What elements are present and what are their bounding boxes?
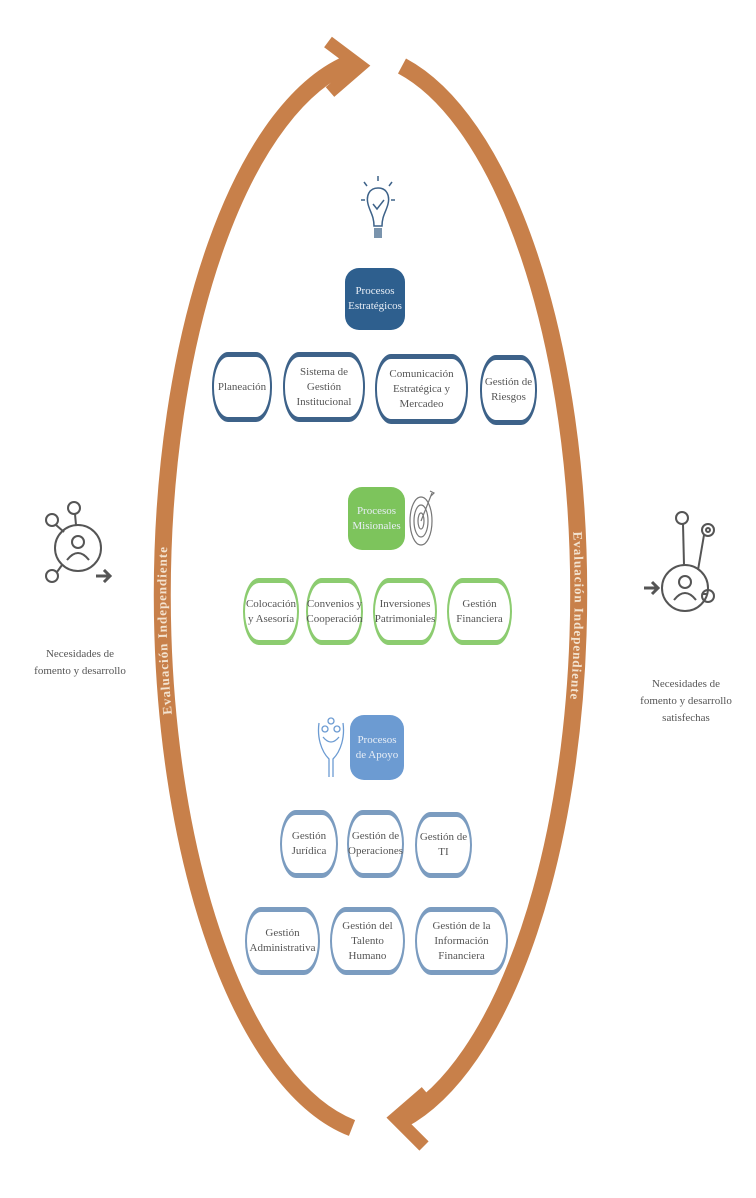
people-network-icon: [45, 501, 112, 583]
process-sistema-gestion: Sistema de Gestión Institucional: [283, 352, 365, 422]
process-planeacion: Planeación: [212, 352, 272, 422]
bottom-arrowhead: [386, 1087, 431, 1151]
right-cycle-arrow: [397, 58, 588, 1128]
process-talento-humano: Gestión del Talento Humano: [330, 907, 405, 975]
input-label: Necesidades de fomento y desarrollo: [34, 648, 126, 677]
left-arc-label: Evaluación Independiente: [154, 546, 175, 716]
process-gestion-administrativa: Gestión Administrativa: [245, 907, 320, 975]
process-inversiones: Inversiones Patrimoniales: [373, 578, 437, 645]
process-convenios: Convenios y Cooperación: [306, 578, 363, 645]
process-gestion-juridica: Gestión Jurídica: [280, 810, 338, 878]
lightbulb-check-icon: [361, 176, 395, 238]
top-arrowhead: [324, 36, 371, 97]
strategic-processes-header: Procesos Estratégicos: [345, 268, 405, 330]
process-gestion-ti: Gestión de TI: [415, 812, 472, 878]
target-icon: [409, 490, 436, 546]
process-gestion-operaciones: Gestión de Operaciones: [347, 810, 404, 878]
process-gestion-riesgos: Gestión de Riesgos: [480, 355, 537, 425]
missional-processes-header: Procesos Misionales: [348, 487, 405, 550]
people-network-icon: [644, 511, 715, 612]
left-cycle-arrow: [153, 54, 356, 1136]
process-gestion-financiera: Gestión Financiera: [447, 578, 512, 645]
output-label: Necesidades de fomento y desarrollo sati…: [640, 678, 732, 724]
right-arc-label: Evaluación Independiente: [567, 531, 586, 701]
process-colocacion: Colocación y Asesoría: [243, 578, 299, 645]
hands-people-icon: [317, 717, 345, 777]
process-informacion-financiera: Gestión de la Información Financiera: [415, 907, 508, 975]
arrow-right-icon: [96, 568, 113, 584]
support-processes-header: Procesos de Apoyo: [350, 715, 404, 780]
process-comunicacion: Comunicación Estratégica y Mercadeo: [375, 354, 468, 424]
